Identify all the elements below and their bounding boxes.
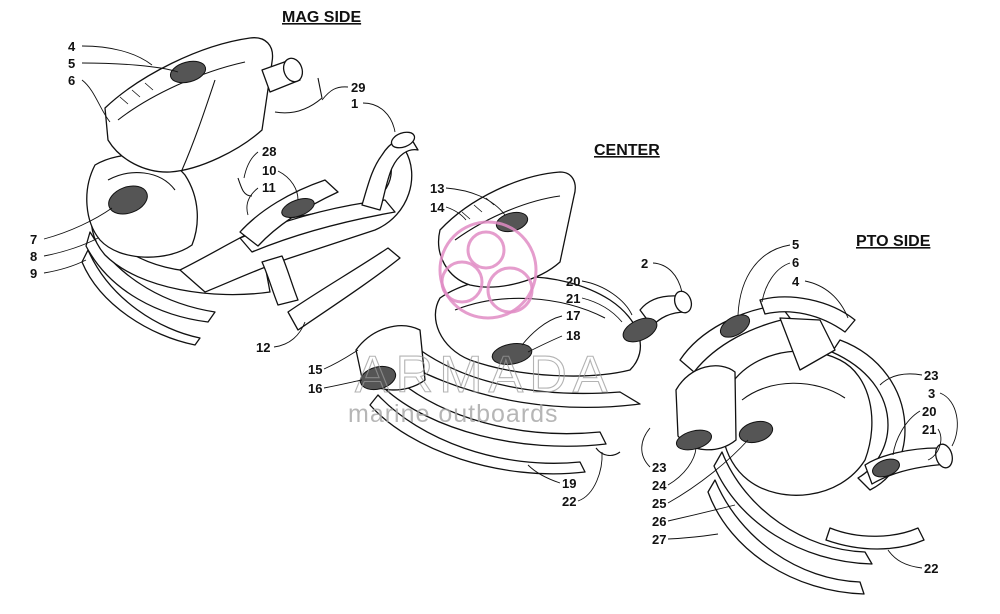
heading-center: CENTER xyxy=(594,142,660,159)
callout-mag-5: 5 xyxy=(68,56,75,71)
callout-center-17: 17 xyxy=(566,308,580,323)
watermark-brand: ARMADA xyxy=(355,346,613,404)
center-assembly xyxy=(355,171,693,475)
callout-center-15: 15 xyxy=(308,362,322,377)
mag-callouts: 4 5 6 29 1 28 10 11 7 8 9 12 xyxy=(30,39,396,355)
mesh-screen-21 xyxy=(622,317,658,343)
callout-mag-12: 12 xyxy=(256,340,270,355)
callout-pto-5: 5 xyxy=(792,237,799,252)
callout-pto-26: 26 xyxy=(652,514,666,529)
callout-center-20: 20 xyxy=(566,274,580,289)
mesh-screen-16 xyxy=(359,365,397,391)
callout-mag-1: 1 xyxy=(351,96,358,111)
pto-callouts: 5 6 4 23 3 20 21 23 24 25 26 27 22 xyxy=(641,237,958,576)
watermark-logo-icon xyxy=(438,220,538,320)
pto-side-assembly xyxy=(675,296,953,595)
callout-mag-28: 28 xyxy=(262,144,276,159)
callout-pto-23-lower: 23 xyxy=(652,460,666,475)
heading-mag-side: MAG SIDE xyxy=(282,9,361,26)
callout-center-21: 21 xyxy=(566,291,580,306)
callout-center-16: 16 xyxy=(308,381,322,396)
watermark: ARMADA marine outboards xyxy=(348,220,613,428)
mag-side-assembly xyxy=(81,37,419,346)
mesh-screen-25 xyxy=(738,420,774,444)
callout-center-18: 18 xyxy=(566,328,580,343)
callout-pto-27: 27 xyxy=(652,532,666,547)
callout-pto-22: 22 xyxy=(924,561,938,576)
mesh-screen-5-pto xyxy=(719,314,751,338)
callout-mag-9: 9 xyxy=(30,266,37,281)
callout-pto-23: 23 xyxy=(924,368,938,383)
callout-mag-4: 4 xyxy=(68,39,76,54)
callout-mag-6: 6 xyxy=(68,73,75,88)
callout-mag-29: 29 xyxy=(351,80,365,95)
heading-pto-side: PTO SIDE xyxy=(856,233,931,250)
callout-pto-4: 4 xyxy=(792,274,800,289)
callout-center-14: 14 xyxy=(430,200,445,215)
callout-center-2: 2 xyxy=(641,256,648,271)
callout-mag-7: 7 xyxy=(30,232,37,247)
mesh-screen-10 xyxy=(281,197,315,219)
callout-pto-21: 21 xyxy=(922,422,936,437)
callout-pto-24: 24 xyxy=(652,478,667,493)
callout-mag-8: 8 xyxy=(30,249,37,264)
callout-pto-3: 3 xyxy=(928,386,935,401)
callout-mag-11: 11 xyxy=(262,180,276,195)
callout-pto-6: 6 xyxy=(792,255,799,270)
callout-center-19: 19 xyxy=(562,476,576,491)
callout-pto-20: 20 xyxy=(922,404,936,419)
center-callouts: 13 14 20 21 17 18 15 16 19 22 2 xyxy=(308,181,683,509)
callout-pto-25: 25 xyxy=(652,496,666,511)
callout-center-13: 13 xyxy=(430,181,444,196)
mesh-screen-21-pto xyxy=(872,458,900,478)
mesh-screen-7 xyxy=(108,185,148,215)
mesh-screen-5 xyxy=(169,60,207,84)
callout-center-22: 22 xyxy=(562,494,576,509)
callout-mag-10: 10 xyxy=(262,163,276,178)
watermark-tagline: marine outboards xyxy=(348,400,559,428)
